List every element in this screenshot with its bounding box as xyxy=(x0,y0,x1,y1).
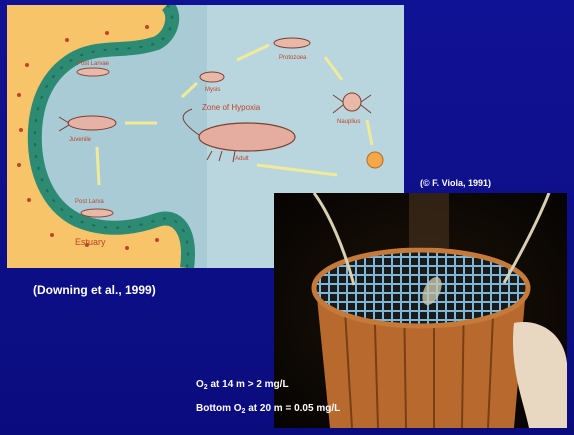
image-credit: (© F. Viola, 1991) xyxy=(420,178,491,188)
oxy2-suffix: at 20 m = 0.05 mg/L xyxy=(245,403,340,414)
background-figure xyxy=(409,193,449,248)
shrimp-post-larva-bottom xyxy=(81,209,113,217)
label-protozoea: Protozoea xyxy=(279,55,307,61)
label-post-larva-bottom: Post Larva xyxy=(75,199,104,205)
oxygen-reading-bottom: Bottom O2 at 20 m = 0.05 mg/L xyxy=(196,403,340,415)
oxy1-suffix: at 14 m > 2 mg/L xyxy=(208,379,289,390)
photo-svg xyxy=(274,193,567,428)
oxy1-prefix: O xyxy=(196,379,204,390)
shrimp-protozoea xyxy=(274,38,310,48)
label-zone-of-hypoxia: Zone of Hypoxia xyxy=(202,103,261,112)
inner-lagoon xyxy=(47,57,187,213)
shrimp-trap-photo xyxy=(274,193,567,428)
label-adult: Adult xyxy=(235,156,249,162)
label-juvenile: Juvenile xyxy=(69,137,92,143)
label-post-larvae-top: Post Larvae xyxy=(77,61,110,67)
label-estuary: Estuary xyxy=(75,237,106,247)
oxy2-prefix: Bottom O xyxy=(196,403,242,414)
citation: (Downing et al., 1999) xyxy=(33,283,156,297)
shrimp-mysis xyxy=(200,72,224,82)
oxygen-reading-14m: O2 at 14 m > 2 mg/L xyxy=(196,379,289,391)
label-mysis: Mysis xyxy=(205,87,220,93)
shrimp-post-larvae-top xyxy=(77,68,109,76)
label-nauplius: Nauplius xyxy=(337,119,360,125)
shrimp-egg xyxy=(367,152,383,168)
